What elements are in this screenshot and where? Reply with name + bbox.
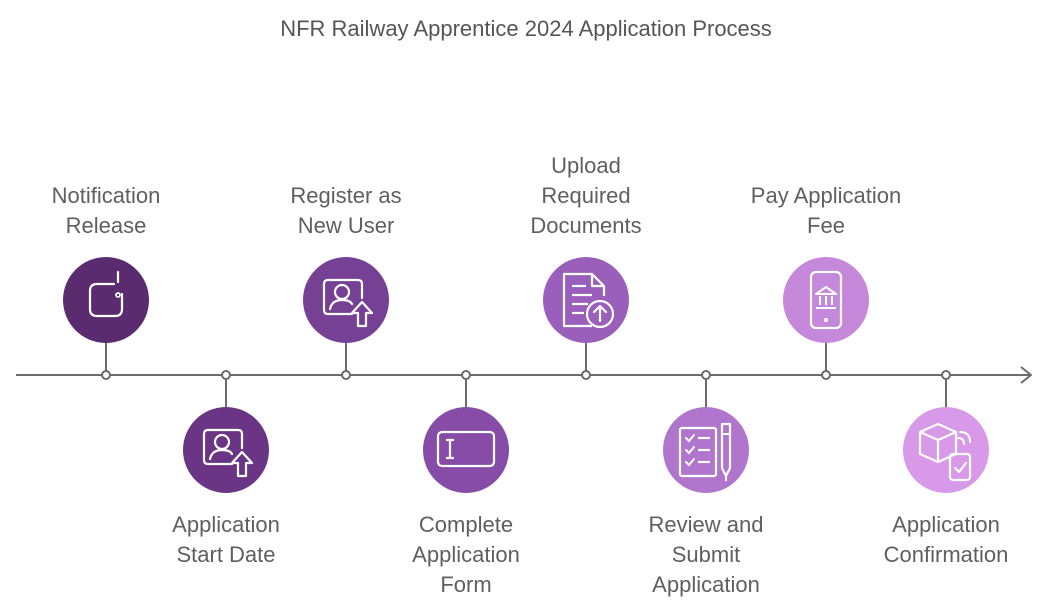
step-6-label-line: Review and	[648, 512, 764, 537]
step-3-label: Register as New User	[251, 181, 441, 241]
step-2-timeline-node	[221, 370, 231, 380]
package-check-icon	[918, 422, 972, 482]
step-5-label-line: Required	[541, 183, 631, 208]
step-3-label-line: New User	[297, 213, 395, 238]
step-6-timeline-node	[701, 370, 711, 380]
step-6-label-line: Application	[652, 572, 760, 597]
step-1-icon-circle	[63, 257, 149, 343]
document-upload-icon	[562, 272, 615, 329]
form-input-icon	[436, 430, 496, 468]
step-2-label-line: Start Date	[176, 542, 276, 567]
diagram-title: NFR Railway Apprentice 2024 Application …	[280, 16, 772, 41]
mobile-bank-icon	[809, 270, 843, 330]
step-1-label-line: Release	[65, 213, 147, 238]
step-8-label-line: Confirmation	[883, 542, 1009, 567]
step-4-label-line: Application	[412, 542, 520, 567]
step-4-label-line: Complete	[418, 512, 514, 537]
step-2-label-line: Application	[172, 512, 280, 537]
step-4-icon-circle	[423, 407, 509, 493]
step-5-label-line: Documents	[530, 213, 642, 238]
step-3-timeline-node	[341, 370, 351, 380]
user-upload-icon	[202, 428, 254, 478]
step-4-timeline-node	[461, 370, 471, 380]
step-7-label-line: Pay Application	[750, 183, 902, 208]
step-8-label-line: Application	[892, 512, 1000, 537]
step-4-label-line: Form	[440, 572, 492, 597]
step-1-timeline-node	[101, 370, 111, 380]
step-1-label-line: Notification	[51, 183, 161, 208]
step-6-label-line: Submit	[671, 542, 741, 567]
step-7-timeline-node	[821, 370, 831, 380]
notification-icon	[88, 270, 124, 318]
step-5-timeline-node	[581, 370, 591, 380]
timeline-arrowhead	[1020, 366, 1032, 384]
step-8-icon-circle	[903, 407, 989, 493]
step-5-label-line: Upload	[551, 153, 621, 178]
step-7-label-line: Fee	[807, 213, 845, 238]
user-upload-icon	[322, 278, 374, 328]
step-5-icon-circle	[543, 257, 629, 343]
step-8-timeline-node	[941, 370, 951, 380]
checklist-pen-icon	[678, 422, 732, 481]
step-3-label-line: Register as	[290, 183, 402, 208]
